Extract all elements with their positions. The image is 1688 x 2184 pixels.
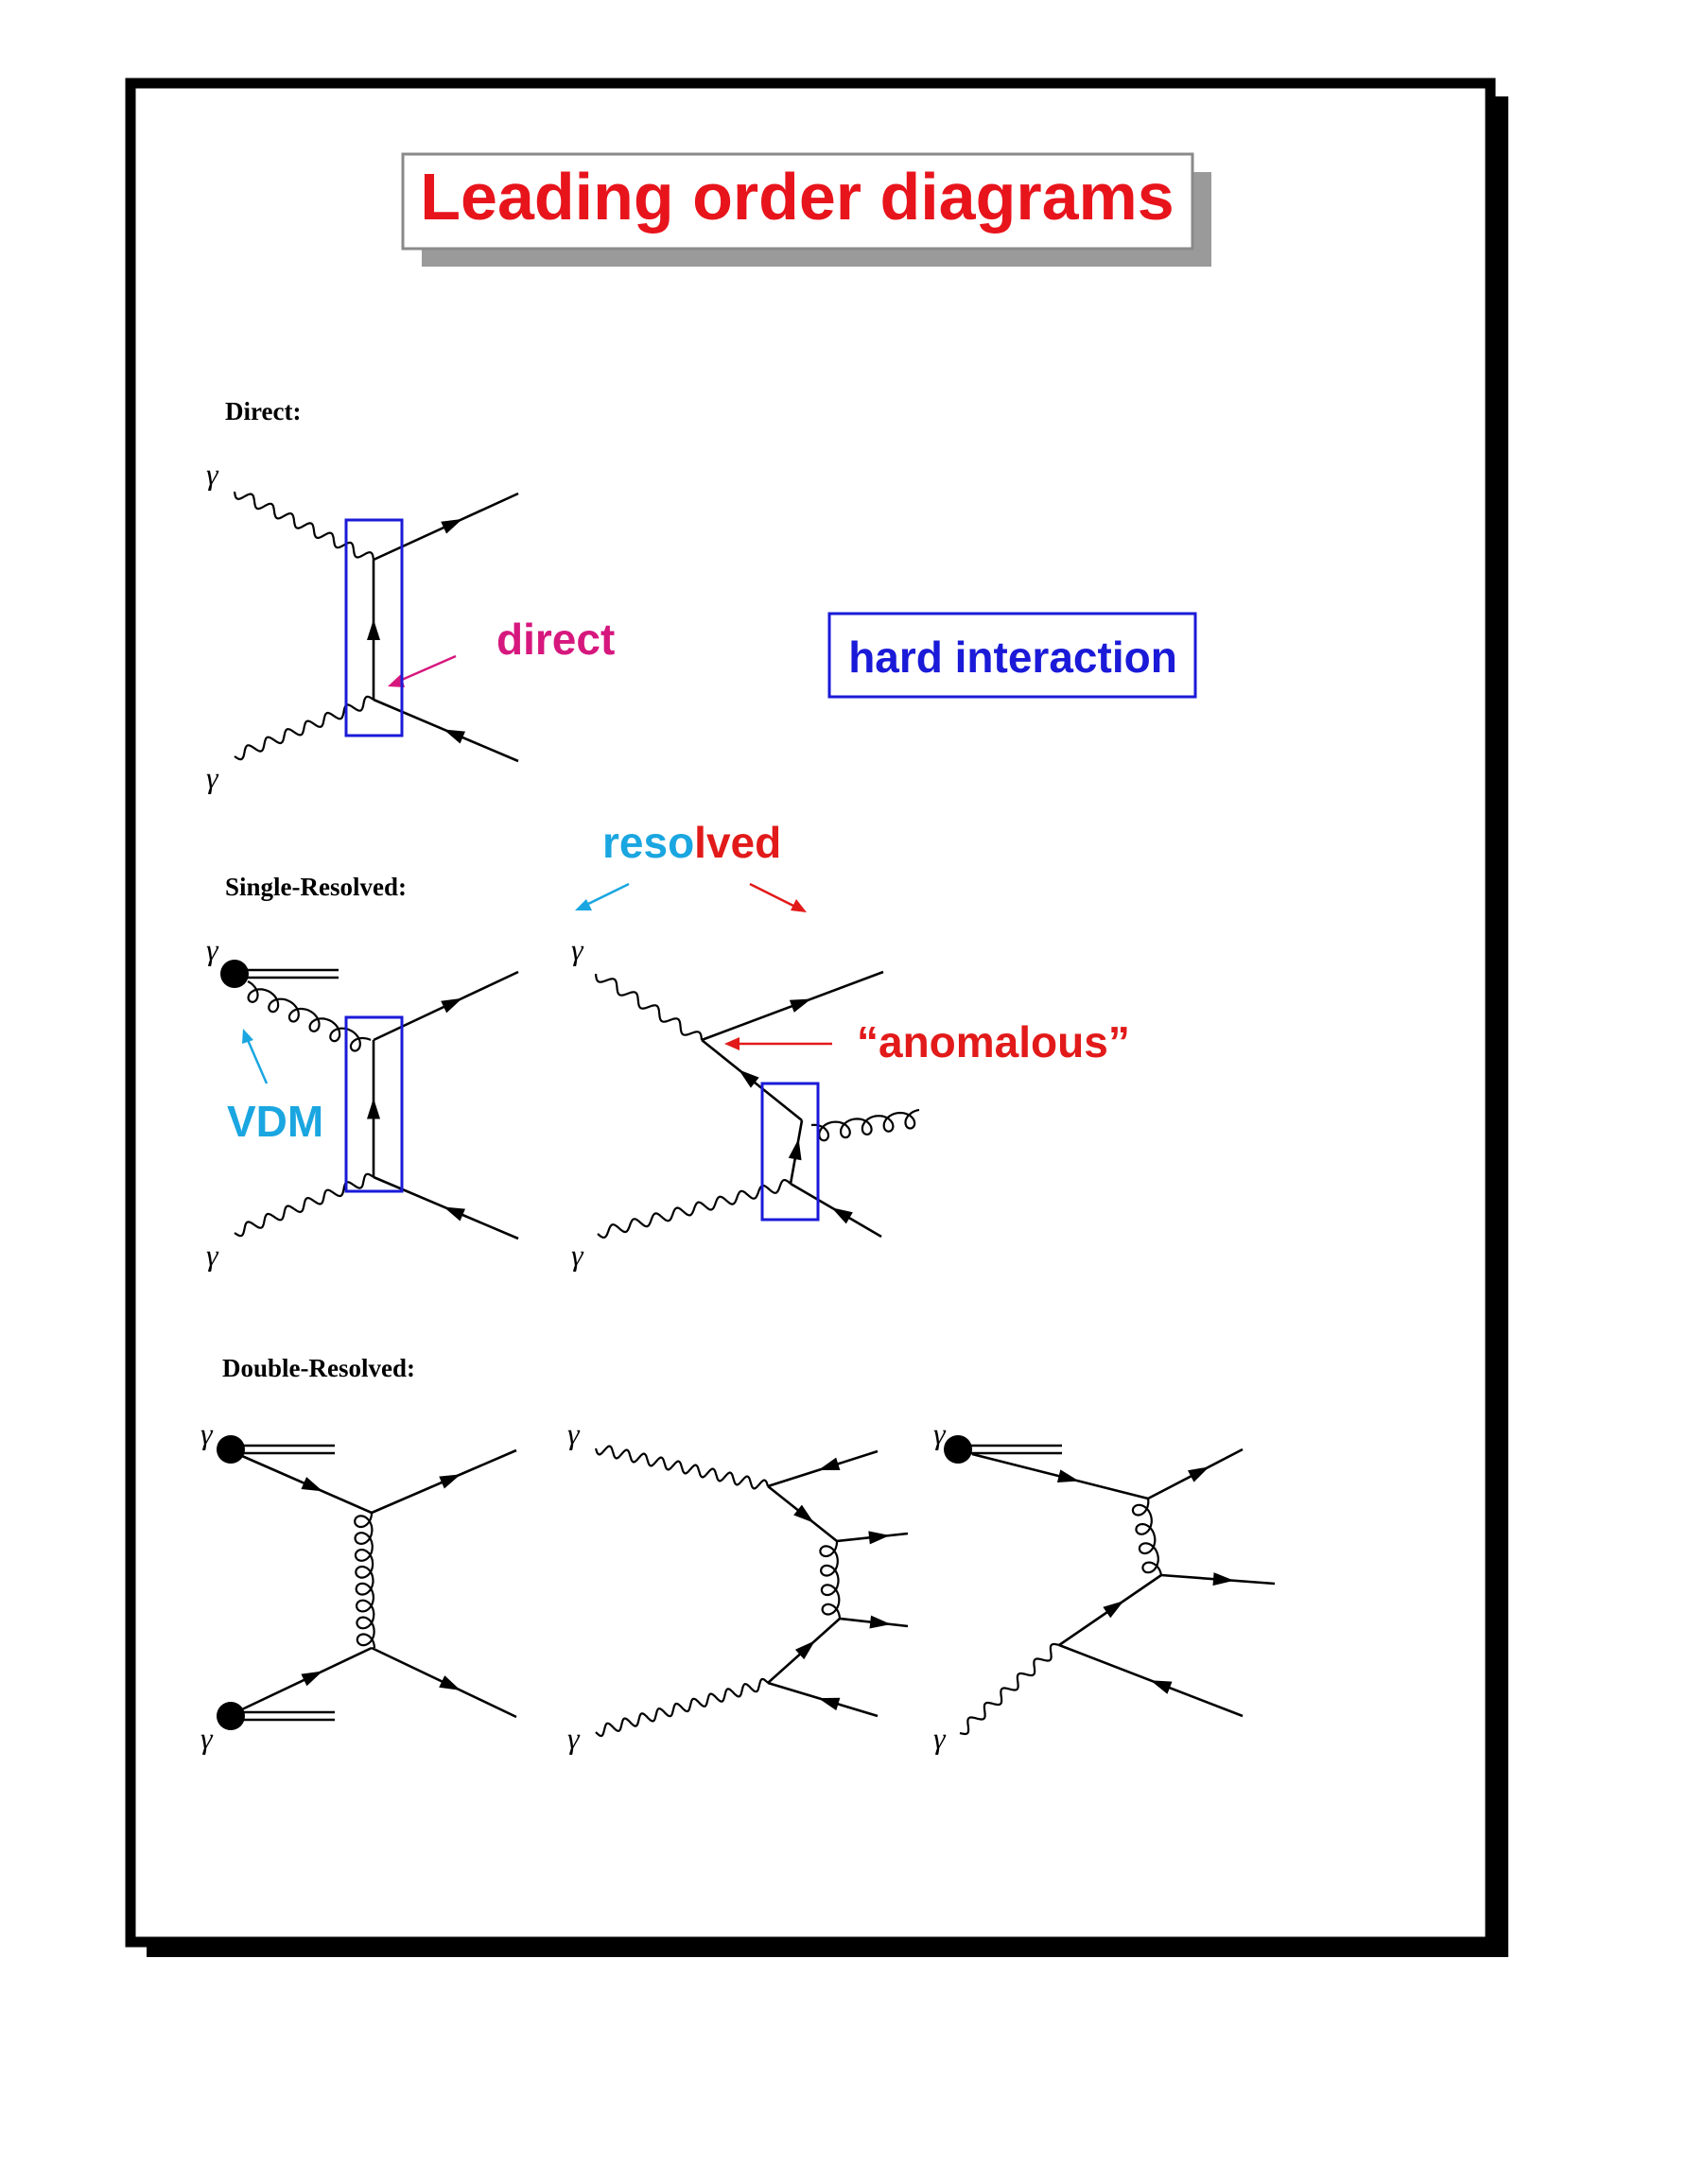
photon-blob (217, 1435, 245, 1464)
gamma-symbol: γ (206, 932, 219, 966)
arrowhead (301, 1671, 323, 1687)
photon-line (595, 1677, 769, 1738)
gluon-line (247, 980, 372, 1052)
arrowhead (793, 1504, 814, 1523)
photon-blob (217, 1702, 245, 1730)
arrowhead (739, 1069, 759, 1088)
gamma-symbol: γ (200, 1416, 214, 1450)
gluon-line (1131, 1498, 1163, 1576)
arrowhead (1188, 1466, 1209, 1482)
section-label-single-resolved: Single-Resolved: (225, 873, 407, 901)
photon-line (233, 491, 375, 561)
title-box: Leading order diagrams (401, 152, 1211, 267)
arrowhead (367, 1098, 380, 1119)
title-frame (401, 152, 1194, 251)
gamma-symbol: γ (933, 1416, 947, 1450)
resolved-label: resolved (602, 818, 781, 867)
anomalous-label: “anomalous” (857, 1017, 1130, 1066)
photon-line (234, 1172, 374, 1238)
resolved-arrowhead-left (575, 899, 592, 910)
gamma-symbol: γ (206, 457, 219, 491)
slide-frame (125, 78, 1508, 1957)
photon-line (594, 1445, 770, 1490)
arrowhead (818, 1457, 841, 1470)
arrowhead (831, 1207, 853, 1224)
photon-line (959, 1642, 1060, 1736)
page-title: Leading order diagrams (420, 160, 1174, 234)
arrowhead (794, 1640, 815, 1660)
gamma-labels: γ γ γ γ γ γ γ γ γ γ γ γ (200, 457, 947, 1755)
gamma-symbol: γ (200, 1721, 214, 1755)
gamma-symbol: γ (567, 1416, 581, 1450)
arrowhead (441, 997, 463, 1014)
gamma-symbol: γ (206, 1238, 219, 1272)
gluon-line (819, 1541, 842, 1620)
arrowhead (301, 1477, 323, 1492)
section-label-double-resolved: Double-Resolved: (222, 1354, 415, 1382)
frame-border (125, 78, 1496, 1948)
arrowhead (869, 1615, 892, 1629)
anomalous-arrowhead (724, 1037, 740, 1050)
gamma-symbol: γ (571, 1238, 584, 1272)
arrowhead (818, 1697, 841, 1711)
resolved-arrowhead-right (791, 899, 807, 912)
arrowhead (439, 1474, 461, 1489)
gamma-symbol: γ (571, 932, 584, 966)
vdm-arrowhead (242, 1029, 253, 1044)
resolved-label-cyan: reso (602, 818, 694, 867)
resolved-label-red: lved (694, 818, 781, 867)
gamma-symbol: γ (206, 760, 219, 794)
section-label-direct: Direct: (225, 397, 301, 425)
resolved-arrow-left (583, 882, 630, 908)
arrowhead (1212, 1572, 1234, 1586)
photon-line (594, 973, 704, 1041)
photon-blob (944, 1435, 972, 1464)
arrowhead (444, 729, 466, 744)
hard-interaction-box (827, 612, 1197, 699)
feynman-diagrams (217, 491, 1276, 1738)
resolved-arrow-right (749, 882, 798, 910)
hard-box-anomalous (760, 1082, 820, 1222)
arrowhead (868, 1531, 890, 1545)
arrowhead (367, 619, 380, 640)
hard-box-direct (344, 518, 404, 737)
arrowhead (788, 1138, 802, 1161)
photon-line (234, 695, 374, 761)
arrowhead (1056, 1469, 1079, 1482)
arrowhead (444, 1206, 466, 1222)
gluon-line (810, 1108, 920, 1142)
vdm-arrow (246, 1039, 269, 1084)
photon-blob (220, 960, 249, 988)
direct-label: direct (496, 615, 615, 664)
hard-interaction-label: hard interaction (848, 633, 1177, 682)
gluon-line (354, 1513, 376, 1649)
arrowhead (789, 998, 811, 1013)
photon-line (597, 1178, 792, 1239)
arrowhead (1103, 1601, 1124, 1619)
gamma-symbol: γ (933, 1721, 947, 1755)
gamma-symbol: γ (567, 1721, 581, 1755)
vdm-label: VDM (227, 1097, 323, 1146)
hard-box-vdm (344, 1015, 404, 1193)
arrowhead (1150, 1680, 1173, 1694)
arrowhead (441, 518, 463, 534)
arrowhead (439, 1675, 461, 1690)
direct-arrow (394, 654, 457, 685)
